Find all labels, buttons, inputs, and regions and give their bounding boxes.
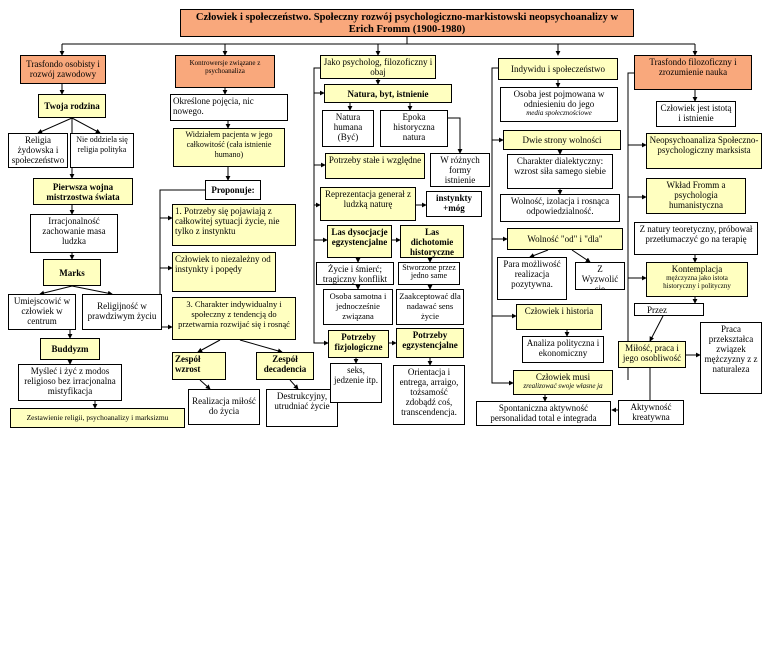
node-theory: Z natury teoretyczny, próbował przetłuma… xyxy=(634,222,758,255)
node-patient: Widziałem pacjenta w jego całkowitość (c… xyxy=(173,128,285,167)
node-contemplation-text: Kontemplacja xyxy=(671,264,723,274)
header-psychologist-philosopher: Jako psycholog, filozoficzny i obaj xyxy=(320,55,436,79)
header-individual-society: Indywidu i społeczeństwo xyxy=(498,58,618,80)
header-controversies-line: Kontrowersje związane z psychoanaliza xyxy=(189,59,261,75)
node-contemplation-small: mężczyzna jako istota historyczny i poli… xyxy=(663,274,731,290)
node-neopsychoanalysis: Neopsychoanaliza Społeczno-psychologiczn… xyxy=(646,133,762,169)
node-physiological-needs: Potrzeby fizjologiczne xyxy=(328,330,389,358)
node-dichotomies: Las dichotomie historyczne xyxy=(400,225,464,258)
node-orientation: Orientacja i entrega, arraigo, tożsamość… xyxy=(393,365,465,425)
node-instincts: instynkty +móg xyxy=(426,191,482,217)
node-human-nature: Natura humana (Być) xyxy=(322,110,374,147)
node-person: Osoba jest pojmowana w odniesieniu do je… xyxy=(500,87,618,122)
node-destructive: Destrukcyjny, utrudniać życie xyxy=(266,389,338,427)
node-free-self: Z Wyzwolić się xyxy=(575,262,625,290)
node-sense: Zaakceptować dla nadawać sens życie xyxy=(396,289,464,325)
node-irrationality: Irracjonalność zachowanie masa ludzka xyxy=(30,214,118,253)
node-work-transforms: Praca przekształca związek mężczyzny z z… xyxy=(700,322,762,394)
node-man-must-small: zrealizować swoje własne ja xyxy=(523,382,603,390)
node-existence-forms: W różnych formy istnienie xyxy=(430,153,490,187)
node-growth: Zespół wzrost xyxy=(172,352,226,380)
diagram-title: Człowiek i społeczeństwo. Społeczny rozw… xyxy=(180,9,634,37)
node-life-death: Życie i śmierć; tragiczny konflikt xyxy=(316,262,394,285)
node-existential-needs: Potrzeby egzystencjalne xyxy=(396,328,464,358)
node-contribution: Wkład Fromm a psychologia humanistyczna xyxy=(646,178,746,214)
node-person-small: media społecznościowe xyxy=(526,109,592,117)
node-active-creative: Aktywność kreatywna xyxy=(618,400,684,425)
node-jewish-religion: Religia żydowska i społeczeństwo xyxy=(8,133,68,168)
node-dialectic: Charakter dialektyczny: wzrost siła same… xyxy=(507,154,613,189)
node-person-text: Osoba jest pojmowana w odniesieniu do je… xyxy=(513,89,605,109)
node-through: Przez xyxy=(634,303,704,316)
node-needs: 1. Potrzeby się pojawiają z całkowitej s… xyxy=(172,204,296,246)
node-buddhism: Buddyzm xyxy=(40,338,100,360)
node-love-work: Miłość, praca i jego osobliwość xyxy=(618,341,686,368)
node-think-live: Myśleć i żyć z modos religioso bez irrac… xyxy=(18,364,122,401)
node-man-history: Człowiek i historia xyxy=(516,304,602,330)
node-positive: Para możliwość realizacja pozytywna. xyxy=(497,257,567,300)
node-realization: Realizacja miłość do życia xyxy=(188,389,260,425)
node-freedom-isolation: Wolność, izolacja i rosnąca odpowiedzial… xyxy=(500,194,620,222)
node-decay: Zespół decadencia xyxy=(256,352,314,380)
node-representation: Reprezentacja generał z ludzką naturę xyxy=(320,187,416,221)
node-man-must: Człowiek musi zrealizować swoje własne j… xyxy=(513,370,613,395)
node-synthesis: Zestawienie religii, psychoanalizy i mar… xyxy=(10,408,185,428)
node-analysis: Analiza polityczna i ekonomiczny xyxy=(522,336,604,363)
node-world-war-one: Pierwsza wojna mistrzostwa świata xyxy=(33,178,133,205)
header-controversies: Kontrowersje związane z psychoanaliza xyxy=(175,55,275,88)
node-not-separate: Nie oddziela się religia polityka xyxy=(70,133,134,168)
node-lonely: Osoba samotna i jednocześnie związana xyxy=(323,289,393,325)
node-freedom-from-to: Wolność "od" i "dla" xyxy=(507,228,623,250)
node-man-center: Umiejscowić w człowiek w centrum xyxy=(8,294,76,330)
node-religiosity: Religijność w prawdziwym życiu xyxy=(82,294,162,330)
node-man-must-text: Człowiek musi xyxy=(535,372,591,382)
node-created-self: Stworzone przez jedno same xyxy=(398,262,460,285)
node-stable-needs: Potrzeby stałe i względne xyxy=(325,153,425,179)
node-marx: Marks xyxy=(43,259,101,286)
node-sex-food: seks, jedzenie itp. xyxy=(330,363,382,403)
node-family: Twoja rodzina xyxy=(38,94,106,118)
header-personal-background: Trasfondo osobisty i rozwój zawodowy xyxy=(20,55,106,84)
node-concepts: Określone pojęcia, nic nowego. xyxy=(170,94,288,121)
header-philosophical-background: Trasfondo filozoficzny i zrozumienie nau… xyxy=(634,55,752,90)
node-being: Człowiek jest istotą i istnienie xyxy=(656,101,736,127)
node-nature-being: Natura, byt, istnienie xyxy=(324,84,452,103)
node-contemplation: Kontemplacja mężczyzna jako istota histo… xyxy=(646,262,748,297)
node-independent: Człowiek to niezależny od instynkty i po… xyxy=(172,252,276,292)
node-dissociations: Las dysocjacje egzystencjalne xyxy=(327,225,392,258)
node-character: 3. Charakter indywidualny i społeczny z … xyxy=(172,297,296,340)
node-two-sides-freedom: Dwie strony wolności xyxy=(503,130,621,150)
node-proposes: Proponuje: xyxy=(205,180,261,200)
node-spontaneous: Spontaniczna aktywność personalidad tota… xyxy=(476,401,611,426)
node-epoch: Epoka historyczna natura xyxy=(380,110,448,147)
